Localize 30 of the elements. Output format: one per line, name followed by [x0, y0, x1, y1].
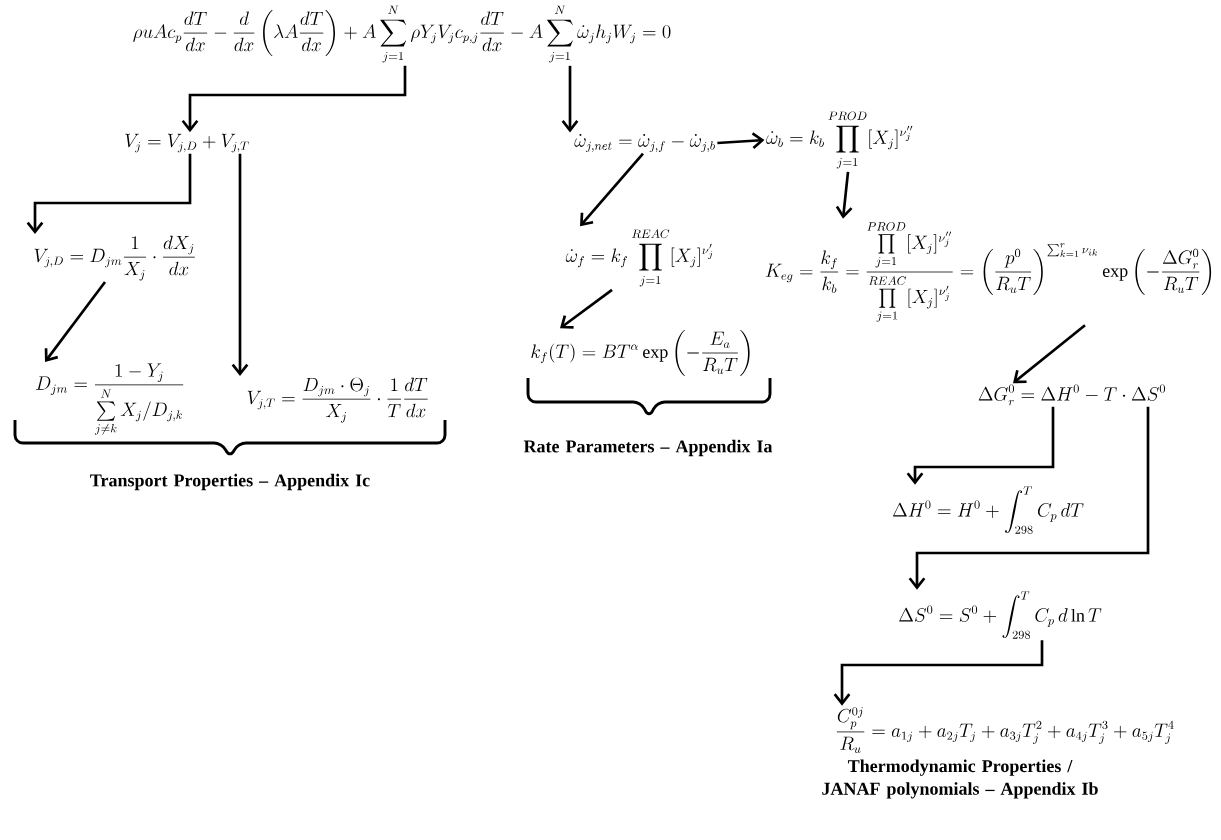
- arrow: [906, 406, 1055, 485]
- arrow: [561, 65, 579, 133]
- caption: Thermodynamic Properties / JANAF polynomials – Appendix Ib: [822, 759, 1098, 799]
- equation: $\dot{\omega}_b = k_b \prod_{j=1}^{PROD} [X_j]^{\nu''_j}$: [766, 111, 913, 169]
- arrow: [833, 640, 1044, 706]
- equation: $\frac{C_p^{0j}}{R_u} = a_{1j} + a_{2j} T_j + a_{3j} T_j^2 + a_{4j} T_j^3 + a_{5j} T_j^4$: [836, 707, 1174, 753]
- equation: $\dot{\omega}_{j,net} = \dot{\omega}_{j,f} - \dot{\omega}_{j,b}$: [574, 134, 715, 153]
- arrow: [26, 153, 192, 235]
- arrow: [181, 65, 407, 133]
- arrow: [1013, 324, 1086, 384]
- caption: Rate Parameters – Appendix Ia: [523, 439, 773, 457]
- caption: Transport Properties – Appendix Ic: [90, 473, 370, 491]
- arrow: [44, 281, 107, 362]
- arrow: [231, 153, 249, 377]
- arrow: [717, 132, 765, 150]
- arrow: [560, 288, 613, 329]
- equation: $D_{jm} = \frac{1 - Y_j}{\sum\limits_{j \neq k}^{N} X_j / D_{j,k}}$: [36, 363, 184, 435]
- equation: $\rho u A c_p \frac{dT}{dx} - \frac{d}{dx}\left(\lambda A \frac{dT}{dx}\right) + A\sum_{j=1}^{N} \rho Y_j V_j c_{p,j} \frac{dT}{dx} - A\sum_{j=1}^{N} \dot{\omega}_j h_j W_j = 0$: [133, 5, 671, 63]
- equation: $\dot{\omega}_f = k_f \prod_{j=1}^{REAC} [X_j]^{\nu'_j}$: [565, 229, 713, 287]
- equation: $V_{j,T} = \frac{D_{jm} \cdot \Theta_j}{X_j} \cdot \frac{1}{T} \frac{dT}{dx}$: [247, 377, 428, 423]
- equation: $k_f(T) = B T^{\alpha} \exp\left(-\frac{E_a}{R_u T}\right)$: [531, 329, 750, 377]
- equation: $\Delta H^0 = H^0 + \int_{298}^{T} C_p \, dT$: [892, 486, 1084, 534]
- arrow: [908, 406, 1150, 590]
- equation: $V_{j,D} = D_{jm} \frac{1}{X_j} \cdot \frac{dX_j}{dx}$: [34, 235, 195, 281]
- equation: $\Delta S^0 = S^0 + \int_{298}^{T} C_p \, d \ln T$: [899, 591, 1102, 639]
- arrow: [835, 171, 853, 219]
- equation: $K_{eg} = \frac{k_f}{k_b} = \frac{\prod\limits_{j=1}^{PROD} [X_j]^{\nu''_j}}{\prod\limits_{j=1}^{REAC} [X_j]^{\nu'_j}} = \left(\frac{p^0}{R_u T}\right)^{\sum_{k=1}^{r} \nu_{ik}} \exp\left(-\frac{\Delta G_r^0}{R_u T}\right)$: [765, 222, 1212, 322]
- equation: $V_j = V_{j,D} + V_{j,T}$: [125, 133, 249, 153]
- equation: $\Delta G_r^0 = \Delta H^0 - T \cdot \Delta S^0$: [978, 384, 1165, 406]
- arrow: [580, 152, 644, 227]
